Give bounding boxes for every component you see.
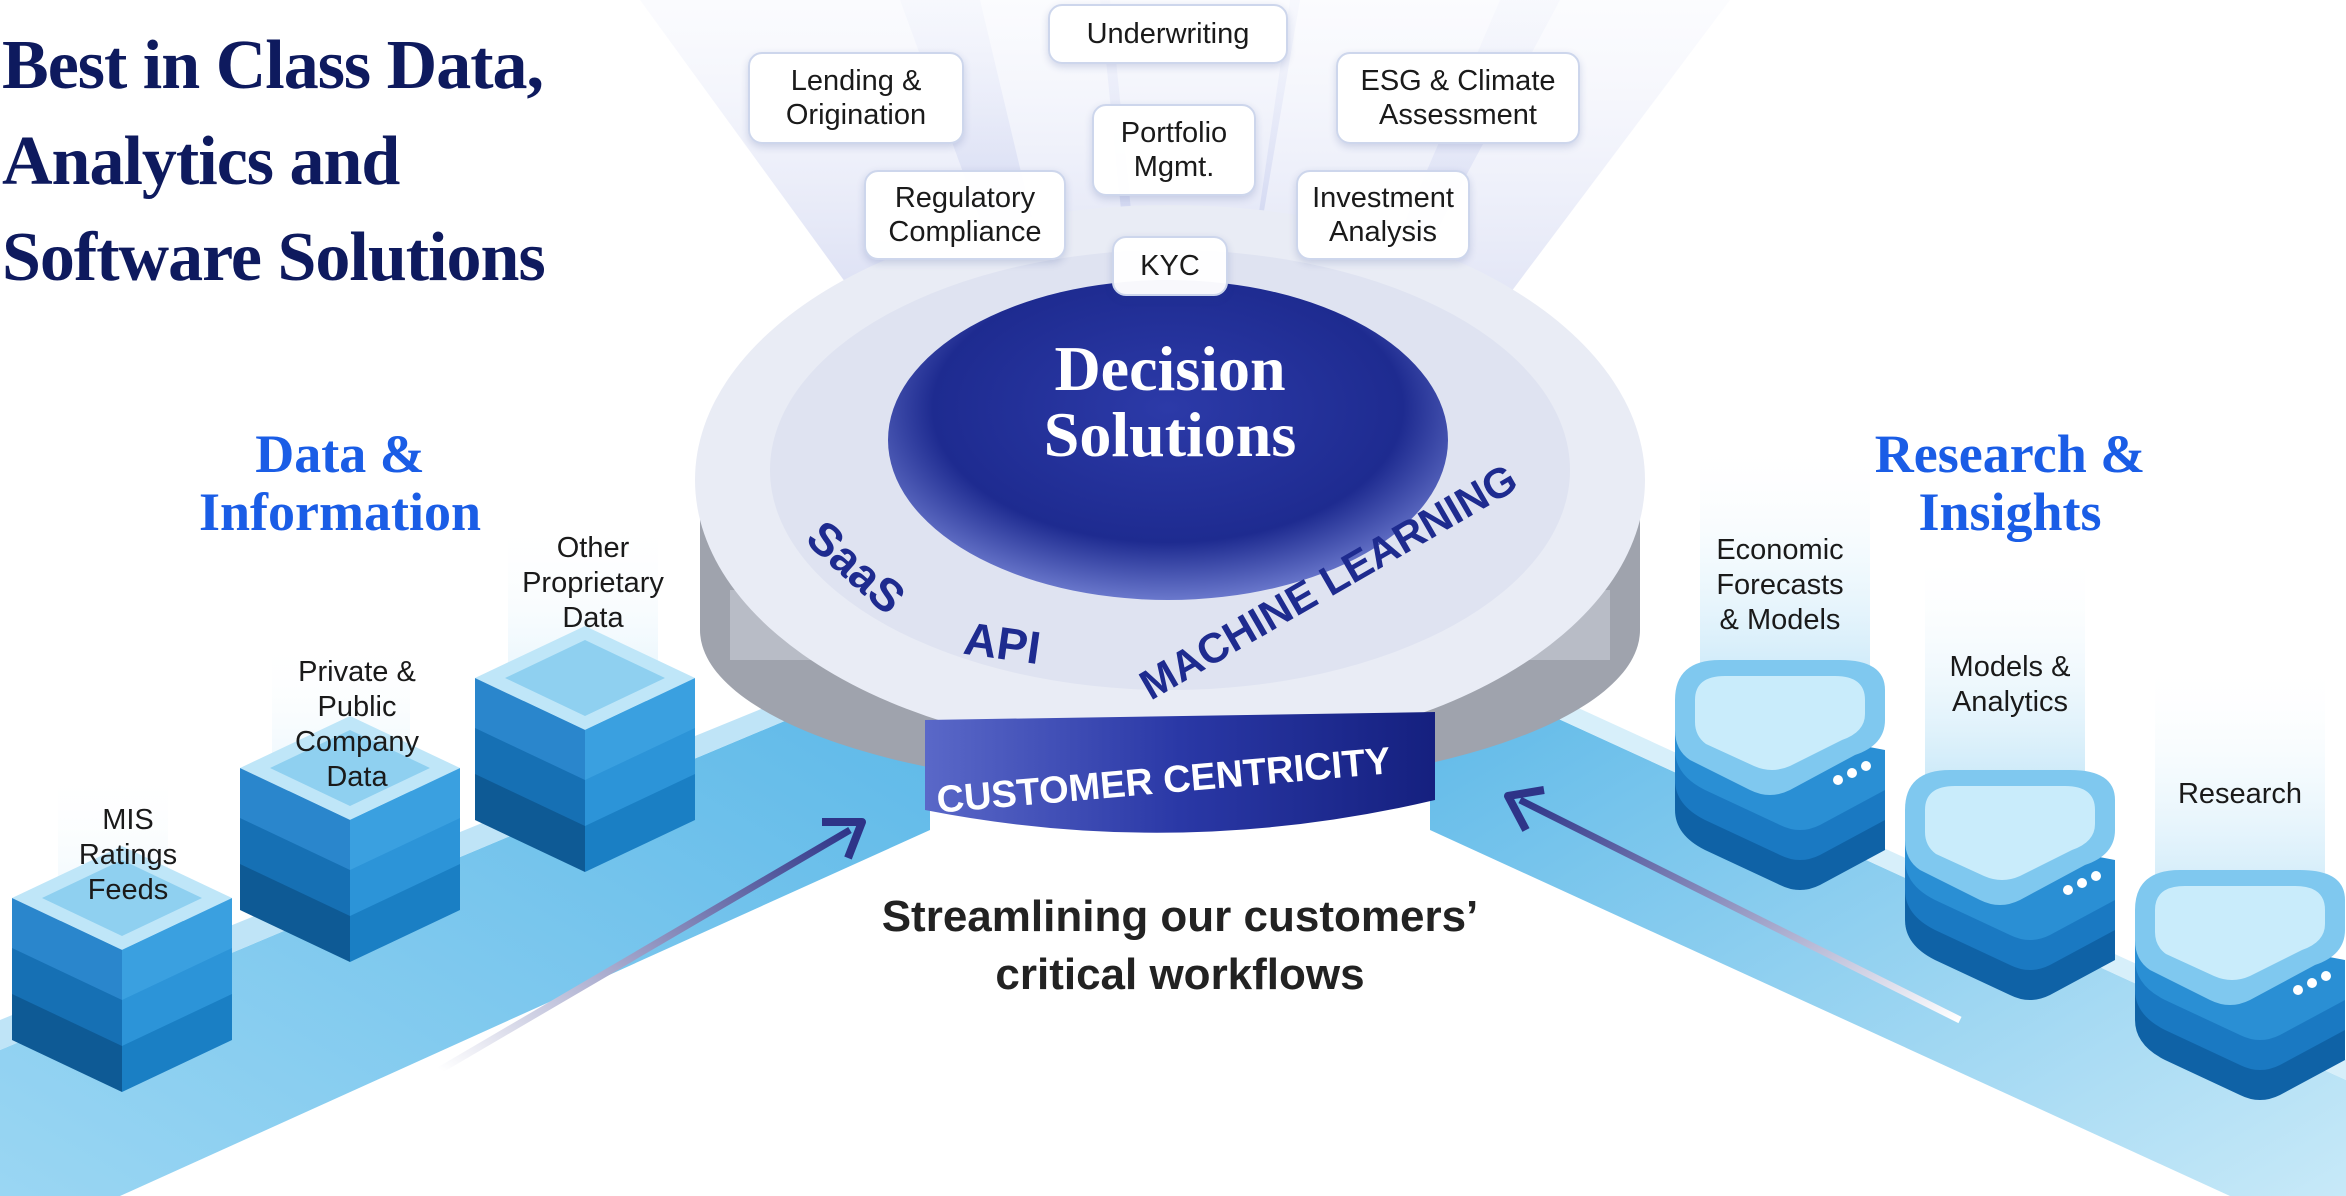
models-analytics-label: Models & Analytics: [1949, 651, 2071, 718]
workflow-arrows: [438, 786, 1962, 1074]
api-label: API: [960, 611, 1044, 675]
server-stack-icon: [1675, 660, 1885, 890]
right-path-edge: [1430, 640, 2346, 1080]
research-label: Research: [2177, 778, 2303, 810]
chip-regulatory-compliance: Regulatory Compliance: [864, 170, 1066, 260]
left-path-edge: [0, 640, 930, 1050]
right-data-path: [1430, 660, 2346, 1196]
chip-portfolio-mgmt: Portfolio Mgmt.: [1092, 104, 1256, 196]
mis-ratings-feeds-label: MIS Ratings Feeds: [78, 804, 178, 906]
chip-lending-origination: Lending & Origination: [748, 52, 964, 144]
decision-disc: [695, 205, 1645, 833]
tagline: Streamlining our customers’ critical wor…: [881, 892, 1479, 999]
page-title: Best in Class Data, Analytics and Softwa…: [2, 27, 546, 296]
chip-underwriting: Underwriting: [1048, 4, 1288, 64]
left-data-path: [0, 660, 930, 1196]
database-stack-icon: [475, 626, 695, 872]
decision-solutions-label: Decision Solutions: [1043, 333, 1297, 470]
server-stack-icon: [2135, 870, 2345, 1100]
chip-esg-climate: ESG & Climate Assessment: [1336, 52, 1580, 144]
research-insights-heading: Research & Insights: [1874, 424, 2146, 542]
data-information-heading: Data & Information: [199, 424, 481, 542]
economic-forecasts-label: Economic Forecasts & Models: [1716, 534, 1844, 636]
proprietary-data-label: Other Proprietary Data: [522, 532, 664, 634]
chip-investment-analysis: Investment Analysis: [1296, 170, 1470, 260]
company-data-label: Private & Public Company Data: [294, 656, 420, 793]
database-stack-icon: [12, 846, 232, 1092]
chip-kyc: KYC: [1112, 236, 1228, 296]
server-stack-icon: [1905, 770, 2115, 1000]
database-stack-icon: [240, 716, 460, 962]
